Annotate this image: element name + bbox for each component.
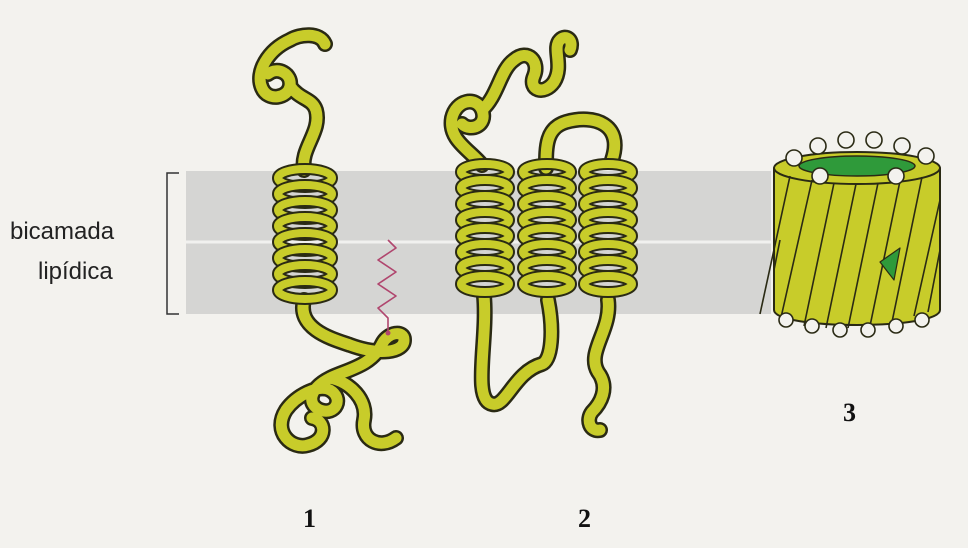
bilayer-label-line1: bicamada [10,218,114,246]
alpha-helix [523,164,571,292]
protein-2-multipass [452,38,632,431]
alpha-helix [278,169,332,299]
lipid-head [386,331,391,336]
bilayer-bracket [167,173,179,314]
protein-3-number: 3 [843,398,856,428]
alpha-helix [584,164,632,292]
protein-3-beta-barrel [760,132,940,337]
alpha-helix [461,164,509,292]
bilayer-label-line2: lipídica [38,258,113,286]
protein-1-number: 1 [303,504,316,534]
protein-2-number: 2 [578,504,591,534]
